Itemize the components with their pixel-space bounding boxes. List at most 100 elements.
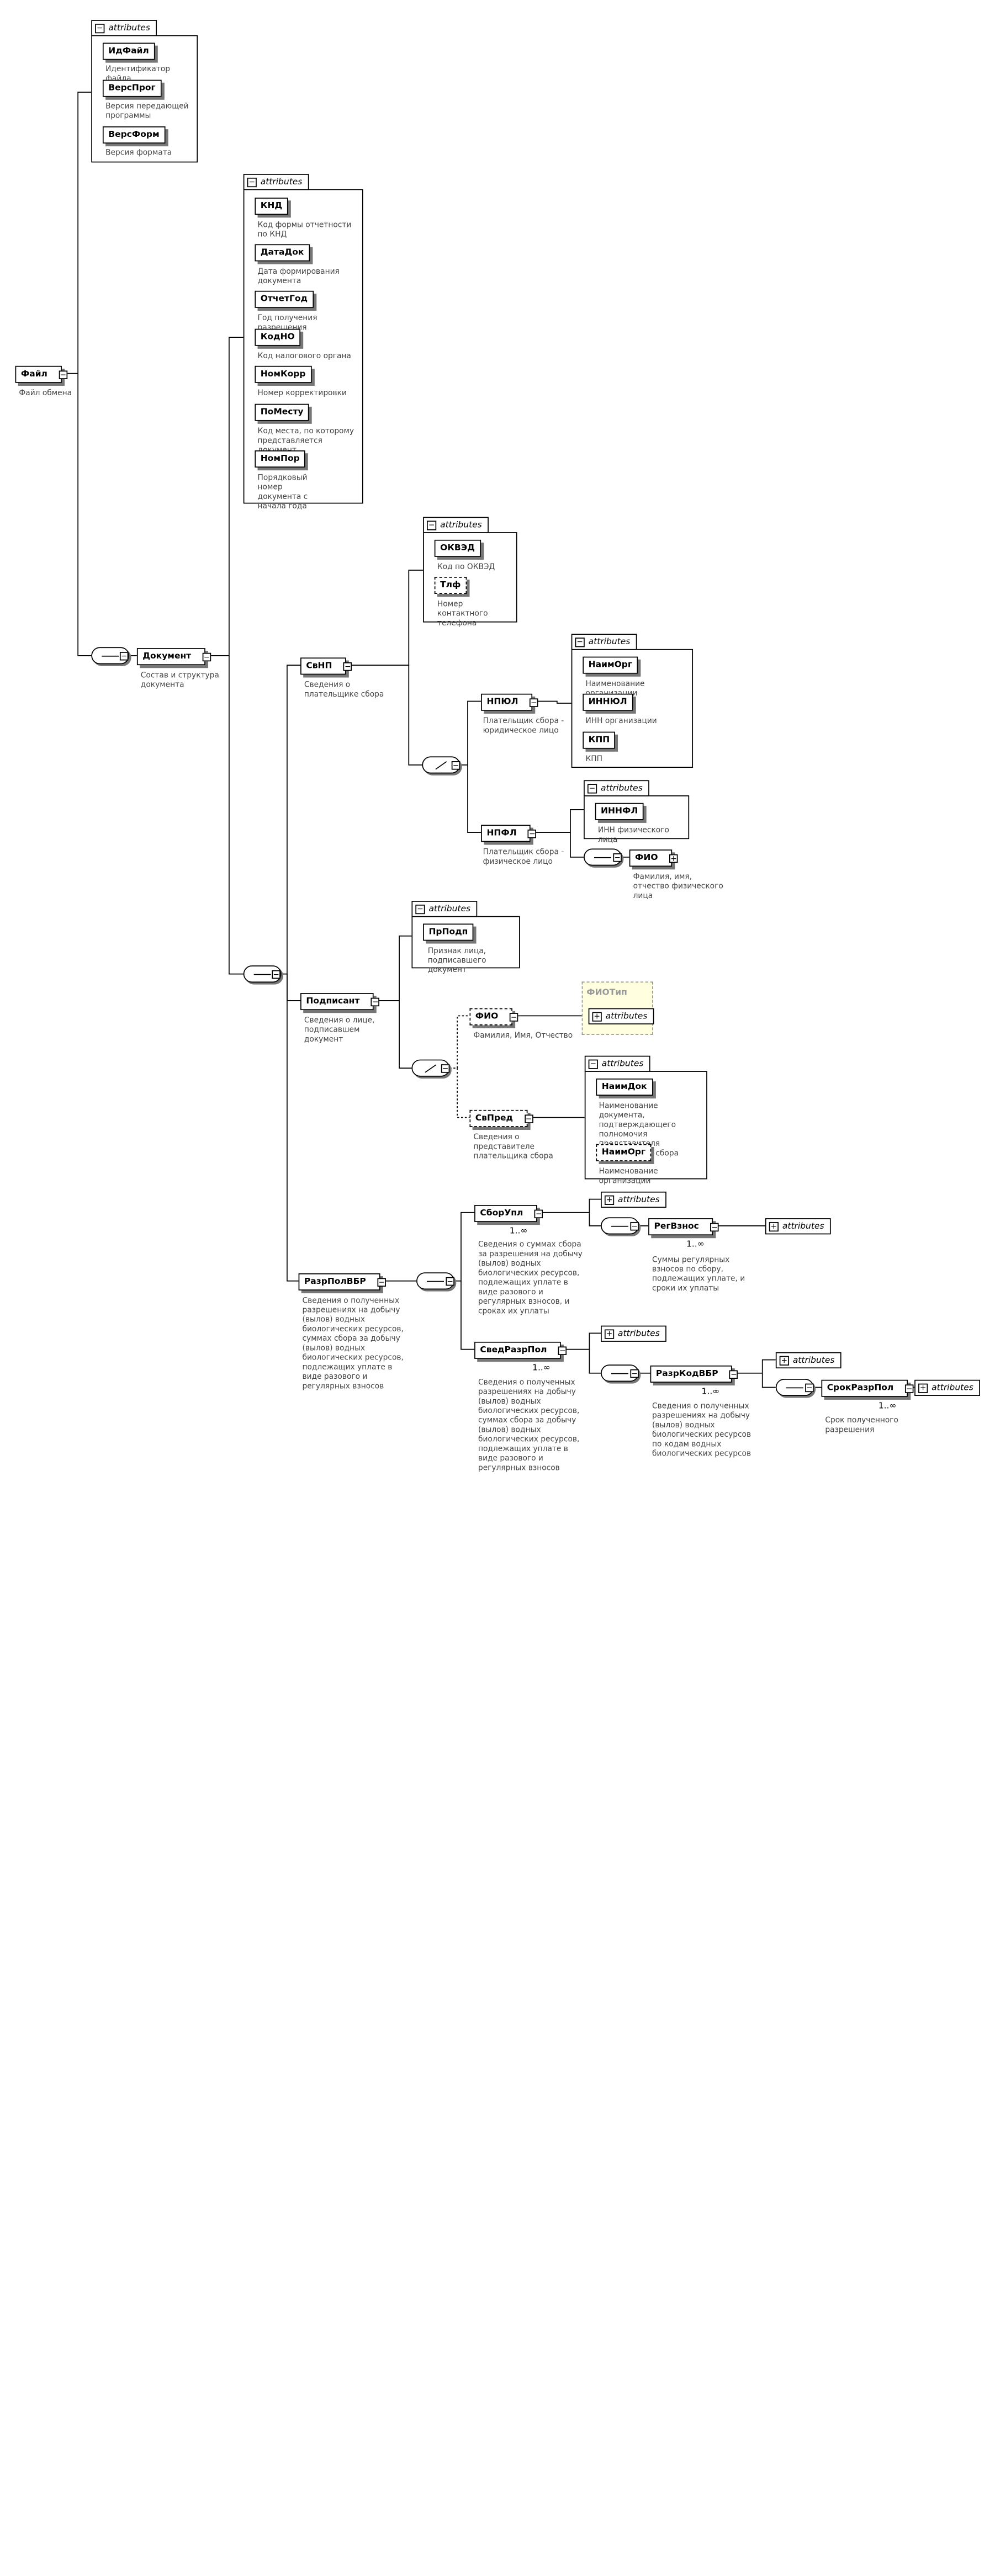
expand-icon: + [592, 1011, 602, 1021]
attr-prpodp[interactable]: ПрПодп [423, 923, 474, 941]
element-svedrazrpol[interactable]: СведРазрПол− [474, 1341, 567, 1359]
connector-lines [63, 92, 915, 1388]
element-razrkodvbr[interactable]: РазрКодВБР− [650, 1365, 738, 1383]
svedrazrpol-multiplicity: 1..∞ [532, 1363, 551, 1373]
collapse-icon[interactable]: − [343, 662, 352, 671]
attr-naimdok[interactable]: НаимДок [596, 1079, 653, 1096]
attr-idfile[interactable]: ИдФайл [102, 43, 155, 60]
element-sborupl-desc: Сведения о суммах сбора за разрешения на… [478, 1240, 583, 1315]
attr-otchetgod[interactable]: ОтчетГод [255, 290, 314, 308]
attr-nomkorr[interactable]: НомКорр [255, 365, 311, 383]
attr-innfl-desc: ИНН физического лица [597, 826, 669, 844]
collapse-icon[interactable]: − [805, 1383, 814, 1393]
regvznos-attributes-tab[interactable]: +attributes [765, 1218, 831, 1235]
attr-nomkorr-desc: Номер корректировки [257, 389, 347, 397]
element-svnp[interactable]: СвНП− [300, 657, 352, 675]
collapse-icon[interactable]: − [524, 1114, 533, 1123]
attr-kpp[interactable]: КПП [583, 731, 616, 749]
collapse-icon[interactable]: − [710, 1223, 719, 1232]
attributes-label: attributes [260, 177, 303, 187]
element-file-desc: Файл обмена [19, 389, 72, 397]
expand-icon: + [779, 1355, 789, 1366]
attr-okved[interactable]: ОКВЭД [434, 539, 481, 557]
collapse-icon[interactable]: − [272, 970, 280, 979]
collapse-icon[interactable]: − [904, 1384, 914, 1393]
element-razrpolvbr[interactable]: РазрПолВБР− [298, 1273, 386, 1290]
element-regvznos[interactable]: РегВзнос− [648, 1218, 719, 1236]
attr-datadok[interactable]: ДатаДок [255, 244, 310, 262]
attributes-label: attributes [932, 1383, 973, 1393]
element-svedrazrpol-desc: Сведения о полученных разрешениях на доб… [478, 1378, 580, 1472]
collapse-icon[interactable]: − [446, 1277, 454, 1286]
regvznos-multiplicity: 1..∞ [686, 1240, 705, 1250]
collapse-icon[interactable]: − [630, 1369, 639, 1378]
collapse-icon[interactable]: − [451, 761, 461, 770]
attr-tlf[interactable]: Тлф [434, 577, 467, 594]
element-razrkodvbr-desc: Сведения о полученных разрешениях на доб… [652, 1401, 751, 1458]
collapse-icon[interactable]: − [528, 829, 537, 838]
collapse-icon[interactable]: − [371, 997, 380, 1007]
collapse-icon[interactable]: − [202, 652, 211, 662]
element-file[interactable]: Файл− [15, 365, 68, 383]
attr-innfl[interactable]: ИННФЛ [595, 803, 644, 820]
expand-icon[interactable]: + [669, 854, 678, 863]
collapse-icon[interactable]: − [613, 853, 622, 862]
element-fio-fl[interactable]: ФИО+ [629, 849, 678, 867]
collapse-icon[interactable]: − [729, 1370, 738, 1379]
svpred-attributes-tab[interactable]: −attributes [584, 1055, 650, 1072]
fiotip-attributes-tab[interactable]: +attributes [588, 1008, 654, 1024]
element-podpisant[interactable]: Подписант− [300, 993, 380, 1011]
attr-versprog[interactable]: ВерсПрог [102, 79, 161, 97]
razrkodvbr-attributes-tab[interactable]: +attributes [775, 1352, 841, 1369]
attr-naimorg[interactable]: НаимОрг [583, 656, 638, 674]
attr-naimorg-pred[interactable]: НаимОрг [596, 1144, 652, 1161]
collapse-icon[interactable]: − [119, 652, 129, 661]
element-srokrazrpol[interactable]: СрокРазрПол− [821, 1379, 914, 1397]
svnp-attributes-tab[interactable]: −attributes [423, 517, 489, 533]
attributes-label: attributes [605, 1011, 648, 1021]
collapse-icon[interactable]: − [377, 1278, 386, 1287]
attr-prpodp-desc: Признак лица, подписавшего документ [427, 946, 486, 974]
element-regvznos-desc: Суммы регулярных взносов по сбору, подле… [652, 1255, 745, 1293]
collapse-icon[interactable]: − [59, 370, 68, 379]
element-fio-podp[interactable]: ФИО− [469, 1008, 518, 1026]
attr-pomestu[interactable]: ПоМесту [255, 403, 309, 421]
collapse-icon[interactable]: − [558, 1346, 567, 1356]
attributes-label: attributes [108, 23, 150, 33]
attr-nompor[interactable]: НомПор [255, 450, 306, 468]
collapse-icon[interactable]: − [534, 1209, 543, 1219]
razrkodvbr-multiplicity: 1..∞ [701, 1387, 720, 1397]
attr-innul-desc: ИНН организации [585, 716, 657, 725]
srokrazrpol-multiplicity: 1..∞ [878, 1401, 897, 1411]
svedrazrpol-attributes-tab[interactable]: +attributes [601, 1325, 666, 1342]
npul-attributes-tab[interactable]: −attributes [571, 634, 637, 650]
expand-icon: + [918, 1383, 928, 1393]
element-sborupl[interactable]: СборУпл− [474, 1204, 543, 1222]
element-fio-fl-desc: Фамилия, имя, отчество физического лица [633, 872, 723, 900]
file-attributes-tab[interactable]: −attributes [91, 20, 157, 36]
element-svnp-desc: Сведения о плательщике сбора [304, 680, 384, 699]
npfl-attributes-tab[interactable]: −attributes [584, 780, 649, 796]
collapse-icon[interactable]: − [509, 1013, 518, 1022]
collapse-icon[interactable]: − [630, 1221, 639, 1231]
attr-knd[interactable]: КНД [255, 198, 288, 215]
element-npfl[interactable]: НПФЛ− [481, 825, 537, 842]
document-attributes-tab[interactable]: −attributes [243, 174, 309, 190]
attr-versform[interactable]: ВерсФорм [102, 126, 165, 144]
attr-kodno[interactable]: КодНО [255, 328, 301, 346]
srokrazrpol-attributes-tab[interactable]: + attributes [914, 1379, 980, 1396]
podpisant-attributes-tab[interactable]: −attributes [411, 901, 478, 917]
element-document[interactable]: Документ− [136, 648, 211, 666]
attr-kodno-desc: Код налогового органа [257, 351, 351, 360]
collapse-icon: − [588, 1059, 598, 1069]
collapse-icon[interactable]: − [530, 698, 538, 707]
attributes-label: attributes [782, 1221, 824, 1231]
element-npul-desc: Плательщик сбора - юридическое лицо [483, 716, 564, 735]
element-npfl-desc: Плательщик сбора - физическое лицо [483, 847, 564, 866]
element-npul[interactable]: НПЮЛ− [481, 693, 538, 711]
attr-innul[interactable]: ИННЮЛ [583, 693, 633, 711]
element-podpisant-desc: Сведения о лице, подписавшем документ [304, 1016, 375, 1044]
sborupl-attributes-tab[interactable]: +attributes [601, 1191, 666, 1208]
collapse-icon[interactable]: − [441, 1064, 450, 1073]
element-svpred[interactable]: СвПред− [469, 1109, 533, 1127]
